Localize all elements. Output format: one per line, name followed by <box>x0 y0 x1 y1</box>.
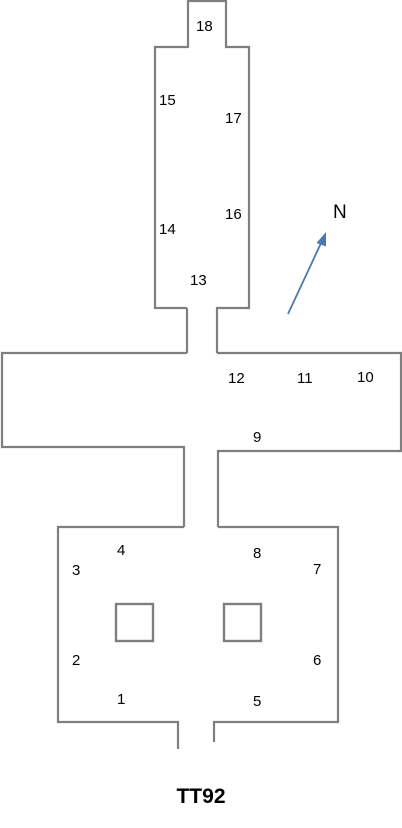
pillar-right <box>222 602 263 643</box>
transverse-hall-wall-top <box>0 351 187 527</box>
tomb-outline <box>0 0 402 749</box>
wall-label-7: 7 <box>313 561 321 578</box>
wall-label-17: 17 <box>225 110 242 127</box>
pillar-left <box>114 602 155 643</box>
wall-label-10: 10 <box>357 369 374 386</box>
wall-label-3: 3 <box>72 562 80 579</box>
wall-label-18: 18 <box>196 18 213 35</box>
wall-labels: 1 2 3 4 5 6 7 8 9 10 11 12 13 14 15 16 1… <box>72 18 374 710</box>
north-arrow-head-icon <box>316 232 326 247</box>
wall-label-16: 16 <box>225 206 242 223</box>
tomb-title: TT92 <box>176 785 225 808</box>
wall-label-5: 5 <box>253 693 261 710</box>
transverse-hall-wall-right <box>216 351 402 527</box>
wall-label-6: 6 <box>313 652 321 669</box>
north-arrow-shaft <box>287 240 323 315</box>
front-hall-wall-left <box>56 525 184 749</box>
wall-label-14: 14 <box>159 221 176 238</box>
wall-label-8: 8 <box>253 545 261 562</box>
wall-label-12: 12 <box>228 370 245 387</box>
wall-label-13: 13 <box>190 272 207 289</box>
wall-label-1: 1 <box>117 691 125 708</box>
wall-label-4: 4 <box>117 542 125 559</box>
north-label: N <box>333 202 347 223</box>
wall-label-11: 11 <box>297 370 313 387</box>
north-arrow <box>287 232 326 315</box>
wall-label-9: 9 <box>253 429 261 446</box>
front-hall-wall-right <box>212 525 340 742</box>
wall-label-2: 2 <box>72 652 80 669</box>
wall-label-15: 15 <box>159 92 176 109</box>
inner-corridor-wall-left <box>153 0 251 353</box>
